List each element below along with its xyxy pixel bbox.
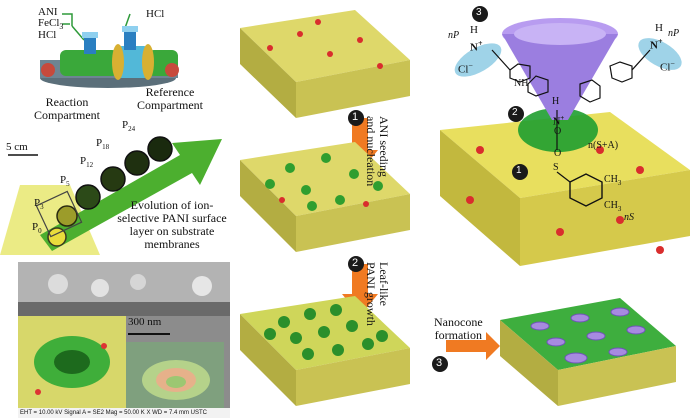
chem-badge-2: 2 bbox=[512, 107, 518, 118]
label-p5: P5 bbox=[60, 174, 70, 189]
label-p24: P24 bbox=[122, 119, 136, 134]
chem-h-left: H bbox=[470, 24, 478, 36]
chem-n-left: N+ bbox=[470, 39, 483, 54]
membrane-block-3 bbox=[240, 296, 410, 406]
chem-s: S bbox=[553, 162, 559, 173]
label-p3: P3 bbox=[34, 197, 44, 212]
membrane-block-1 bbox=[240, 10, 410, 118]
photo-series-illustration bbox=[0, 136, 222, 255]
chem-n-center: N+ bbox=[553, 114, 565, 128]
sem-image-panel: 300 nm EHT = 10.00 kV Signal A = SE2 Mag… bbox=[18, 262, 230, 418]
chem-ns: nS bbox=[624, 212, 634, 223]
sem-micrograph bbox=[18, 262, 230, 418]
evolution-caption: Evolution of ion-selective PANI surface … bbox=[117, 198, 227, 251]
chem-cl-left: Cl− bbox=[458, 61, 473, 76]
chem-n-sa: n(S+A) bbox=[588, 140, 619, 151]
chem-nh: NH bbox=[514, 78, 529, 89]
reagent-fecl3: FeCl3 bbox=[38, 17, 64, 32]
chem-h-right: H bbox=[655, 22, 663, 34]
step-badge-1: 1 bbox=[352, 111, 359, 123]
reagent-hcl: HCl bbox=[38, 29, 57, 41]
reagent-ani: ANI bbox=[38, 6, 58, 18]
membrane-photo-panel: 5 cm P0 P3 P5 P12 P18 P24 Evolution of i… bbox=[0, 115, 235, 255]
label-p0: P0 bbox=[32, 221, 42, 236]
chem-np-left: nP bbox=[448, 30, 460, 41]
reaction-cell-illustration bbox=[40, 13, 179, 88]
chem-n-right: N+ bbox=[650, 37, 663, 52]
sem-footer: EHT = 10.00 kV Signal A = SE2 Mag = 50.0… bbox=[20, 410, 207, 416]
step-badge-2: 2 bbox=[352, 257, 359, 269]
step-badge-3: 3 bbox=[436, 357, 443, 369]
membrane-block-2 bbox=[240, 142, 410, 252]
chem-badge-1: 1 bbox=[516, 165, 522, 176]
chem-badge-3: 3 bbox=[476, 7, 482, 18]
chem-o2: O bbox=[554, 148, 562, 159]
scale-bar-5cm: 5 cm bbox=[6, 141, 28, 153]
chem-cl-right: Cl− bbox=[660, 59, 675, 74]
label-p18: P18 bbox=[96, 137, 110, 152]
chem-ch3-top: CH3 bbox=[604, 174, 622, 187]
chem-o1: O bbox=[554, 126, 562, 137]
reagent-hcl-reference: HCl bbox=[146, 8, 165, 20]
chem-ch3-bottom: CH3 bbox=[604, 200, 622, 213]
sem-scale-label: 300 nm bbox=[128, 316, 162, 328]
chem-h-center: H bbox=[552, 96, 560, 107]
label-p12: P12 bbox=[80, 155, 94, 170]
chem-structure bbox=[440, 6, 690, 266]
chem-np-right: nP bbox=[668, 28, 680, 39]
membrane-block-4 bbox=[500, 298, 676, 406]
